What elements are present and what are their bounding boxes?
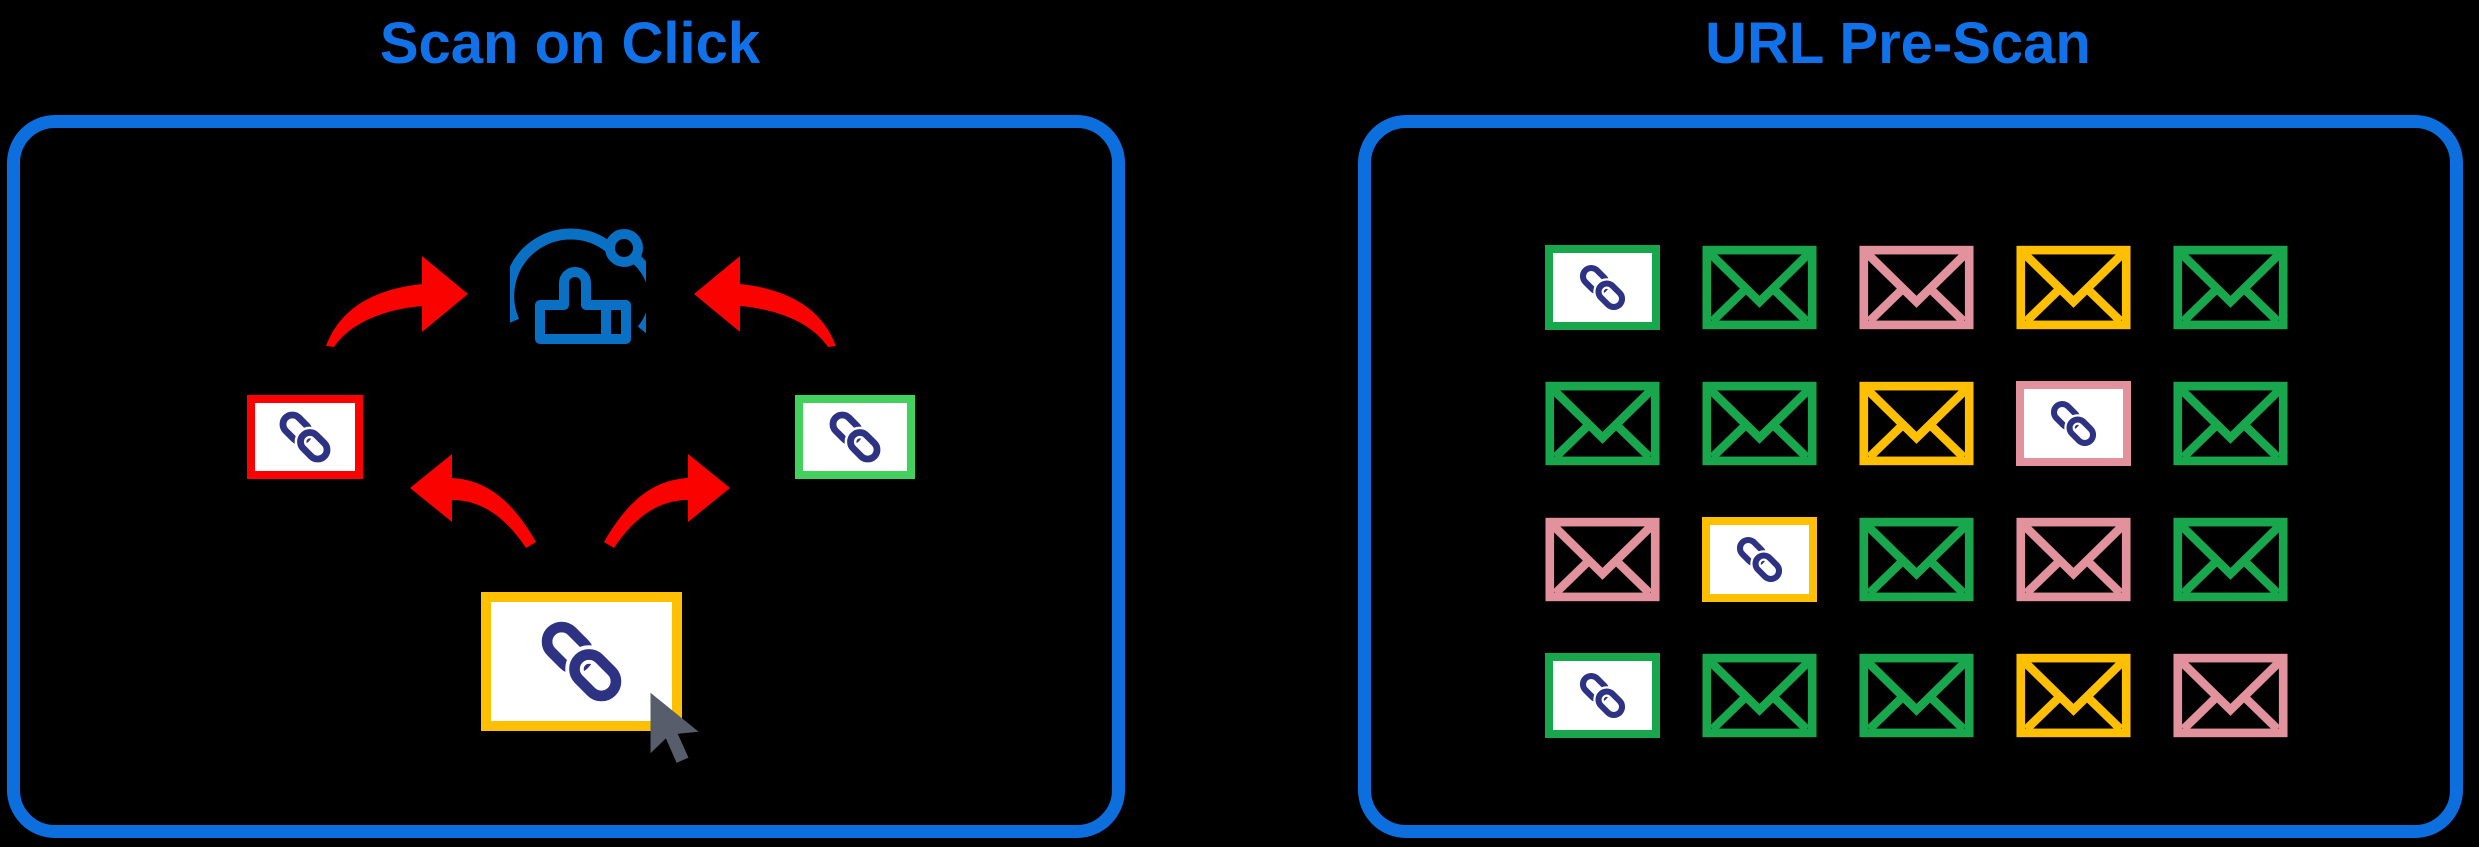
- link-card-malicious: [247, 395, 363, 479]
- link-icon: [824, 406, 886, 468]
- mail-icon: [1859, 517, 1974, 602]
- link-card-clicked: [481, 592, 682, 731]
- scan-on-click-panel: [7, 115, 1125, 838]
- mail-icon: [1702, 245, 1817, 330]
- mail-icon: [1545, 381, 1660, 466]
- mail-icon: [2173, 653, 2288, 738]
- link-card: [1545, 653, 1660, 738]
- arrow-to-scanner-right-icon: [694, 256, 836, 347]
- arrow-from-click-right-icon: [604, 454, 730, 548]
- mail-icon: [2016, 517, 2131, 602]
- mail-icon: [1702, 381, 1817, 466]
- link-icon: [533, 613, 630, 710]
- arrow-from-click-left-icon: [410, 454, 536, 548]
- cursor-icon: [650, 692, 699, 763]
- arrow-to-scanner-left-icon: [326, 256, 468, 347]
- mail-icon: [1859, 653, 1974, 738]
- mail-icon: [1545, 517, 1660, 602]
- link-card: [1702, 517, 1817, 602]
- right-panel-title: URL Pre-Scan: [1705, 11, 2091, 76]
- link-card-safe: [795, 395, 915, 479]
- mail-icon: [1859, 381, 1974, 466]
- mail-icon: [2016, 245, 2131, 330]
- mail-icon: [1859, 245, 1974, 330]
- link-card: [1545, 245, 1660, 330]
- link-icon: [274, 406, 336, 468]
- left-panel-title: Scan on Click: [379, 11, 761, 76]
- mail-grid: [1545, 245, 2288, 738]
- link-card: [2016, 381, 2131, 466]
- url-pre-scan-panel: [1358, 115, 2463, 838]
- mail-icon: [2173, 245, 2288, 330]
- mail-icon: [1702, 653, 1817, 738]
- mail-icon: [2173, 517, 2288, 602]
- mail-icon: [2016, 653, 2131, 738]
- click-scan-icon: [510, 228, 646, 344]
- mail-icon: [2173, 381, 2288, 466]
